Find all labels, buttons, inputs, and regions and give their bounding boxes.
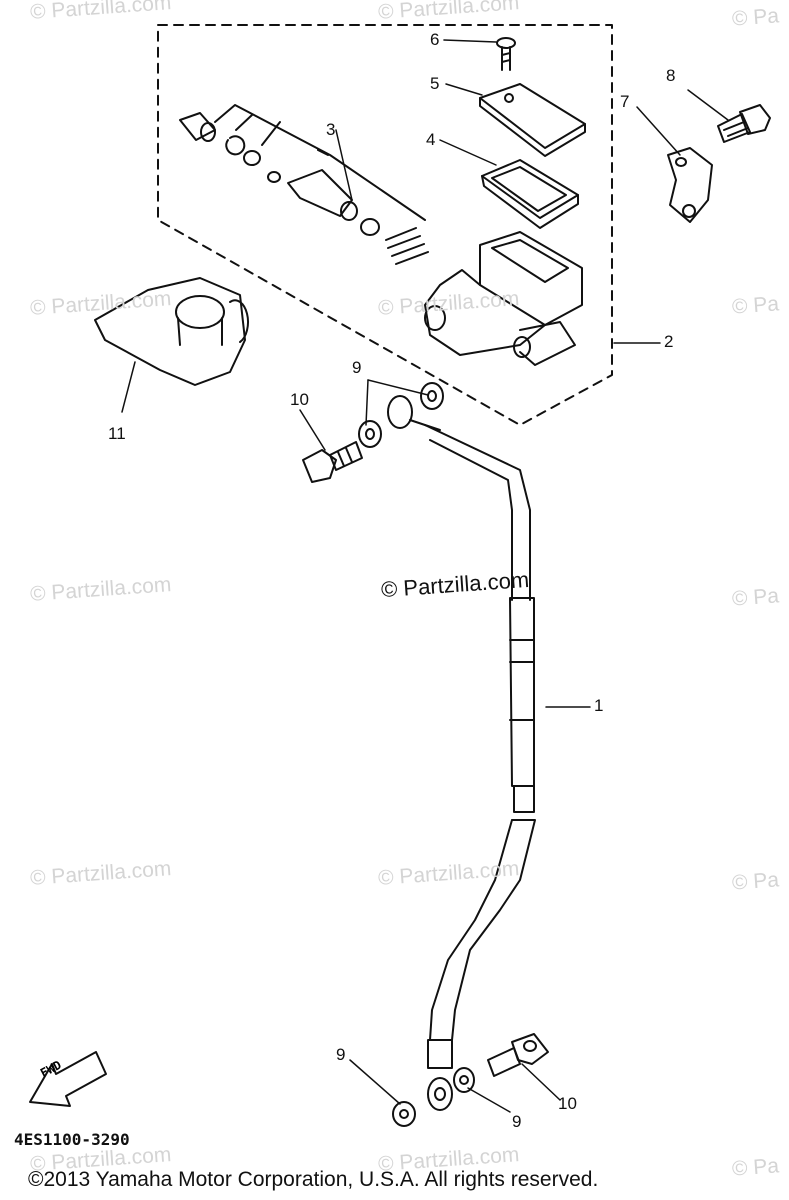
copyright-notice: ©2013 Yamaha Motor Corporation, U.S.A. A… [28,1168,599,1191]
callout-10: 10 [290,390,309,409]
union-bolts-part-10 [302,441,549,1077]
callout-11: 11 [108,424,126,443]
leader-lines [121,39,729,1113]
watermark: © Pa [731,868,780,895]
clamp-bracket-part-7 [667,147,713,223]
watermark: © Pa [731,1154,780,1181]
callout-9: 9 [352,358,362,377]
watermark: © Pa [731,292,780,319]
diaphragm-part-4 [481,159,579,229]
callout-10: 10 [558,1094,577,1113]
callout-9: 9 [336,1045,346,1064]
brake-hose-part-1 [387,395,536,1111]
callout-4: 4 [426,130,436,149]
reservoir-cap-part-5 [479,83,586,157]
callout-3: 3 [326,120,336,139]
master-cylinder-part-2 [424,231,583,366]
screw-part-6 [496,37,516,71]
lever-cover-part-11 [94,277,249,386]
callout-6: 6 [430,30,440,49]
bolt-part-8 [717,104,771,143]
callout-5: 5 [430,74,440,93]
callout-8: 8 [666,66,676,85]
watermark: © Pa [731,584,780,611]
callout-1: 1 [594,696,604,715]
callout-2: 2 [664,332,674,351]
assembly-boundary [157,24,613,426]
washers-part-9 [358,382,475,1127]
watermark: © Pa [731,4,780,31]
callout-9: 9 [512,1112,522,1131]
diagram-code: 4ES1100-3290 [14,1130,130,1149]
fwd-arrow-icon [29,1051,107,1107]
piston-kit-part-3 [179,104,429,265]
callout-7: 7 [620,92,630,111]
